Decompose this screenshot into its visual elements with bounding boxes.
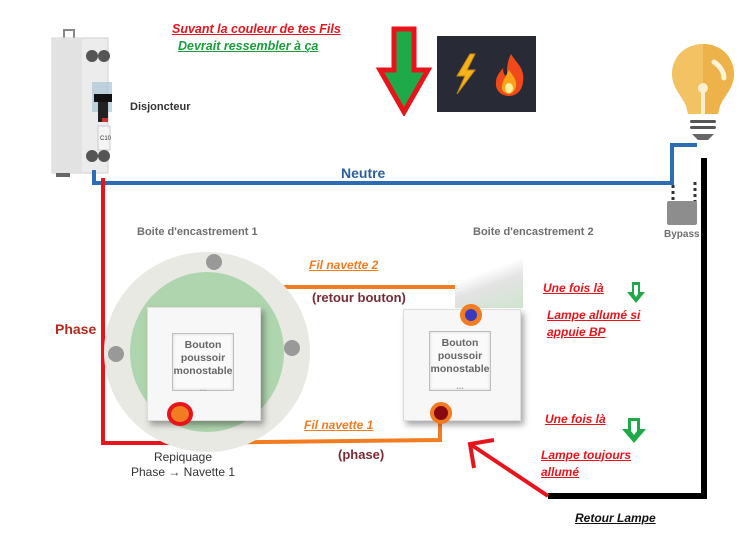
upper-note-line-2: Lampe allumé si [547, 308, 641, 322]
screw-icon [284, 340, 300, 356]
lower-note-line-1: Une fois là [545, 412, 606, 426]
emoji-panel [437, 36, 536, 112]
button-dots: ... [199, 383, 207, 393]
button-text: Bouton [184, 339, 222, 351]
fire-icon [495, 54, 524, 96]
box2-enclosure [455, 248, 523, 308]
repiquage-line-2: Phase → Navette 1 [130, 465, 236, 479]
repiquage-label: Repiquage Phase → Navette 1 [118, 450, 248, 480]
button-text: monostable [173, 365, 233, 377]
navette1-sublabel: (phase) [338, 447, 385, 462]
lower-note-line-3: allumé [541, 465, 580, 479]
box2-switch-plate [403, 309, 521, 421]
circuit-breaker-icon: C10 [51, 29, 112, 177]
small-green-down-arrow-icon [622, 418, 646, 443]
navette2-label: Fil navette 2 [309, 258, 379, 272]
screw-icon [108, 346, 124, 362]
retour-lampe-label: Retour Lampe [575, 511, 656, 525]
navette1-wire [179, 420, 442, 445]
bypass-label: Bypass [664, 229, 700, 240]
title-line-1: Suvant la couleur de tes Fils [172, 22, 341, 36]
navette1-label: Fil navette 1 [304, 418, 374, 432]
neutre-label: Neutre [341, 165, 386, 181]
breaker-label: Disjoncteur [130, 101, 191, 113]
light-bulb-icon [672, 44, 734, 140]
lightning-icon [456, 53, 476, 95]
button-text: Bouton [441, 337, 479, 349]
button-text: monostable [430, 363, 490, 375]
upper-note-line-1: Une fois là [543, 281, 604, 295]
title-line-2: Devrait ressembler à ça [178, 39, 319, 53]
box2-push-button[interactable]: Bouton poussoir monostable ... [429, 331, 491, 391]
box2-label: Boite d'encastrement 2 [473, 226, 594, 238]
green-down-arrow-icon [376, 26, 432, 116]
svg-text:C10: C10 [100, 136, 112, 142]
screw-icon [206, 254, 222, 270]
red-arrow [468, 442, 550, 498]
button-text: poussoir [437, 350, 483, 362]
box1-push-button[interactable]: Bouton poussoir monostable ... [172, 333, 234, 393]
small-green-down-arrow-icon [627, 282, 645, 303]
button-dots: ... [456, 381, 464, 391]
phase-label: Phase [55, 321, 97, 337]
upper-note-line-3: appuie BP [547, 325, 606, 339]
box1-terminal [167, 402, 193, 426]
bypass-module-icon [667, 201, 697, 225]
repiquage-line-1: Repiquage [153, 450, 213, 464]
phase-wire [101, 178, 180, 445]
lower-note-line-2: Lampe toujours [541, 448, 632, 462]
navette2-sublabel: (retour bouton) [312, 290, 406, 305]
retour-lampe-wire [548, 158, 707, 499]
neutre-wire [92, 143, 697, 185]
box2-bottom-terminal [430, 402, 452, 424]
box2-top-terminal [460, 304, 482, 326]
box1-label: Boite d'encastrement 1 [137, 226, 258, 238]
button-text: poussoir [180, 352, 226, 364]
